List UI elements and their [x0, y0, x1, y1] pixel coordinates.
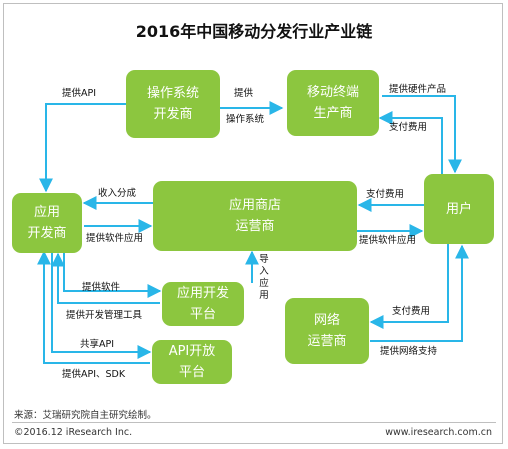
node-os-developer-line2: 开发商 — [153, 107, 193, 122]
diagram-title: 2016年中国移动分发行业产业链 — [135, 22, 373, 41]
node-user-label: 用户 — [445, 201, 472, 217]
label-pay-fee-store: 支付费用 — [366, 189, 405, 200]
label-provide-software-app-user: 提供软件应用 — [359, 235, 417, 246]
node-os-developer: 操作系统 开发商 — [126, 70, 220, 138]
arrow-api-to-app-dev — [37, 250, 150, 364]
node-api-platform-line1: API开放 — [168, 344, 216, 359]
source-note: 来源：艾瑞研究院自主研究绘制。 — [14, 410, 157, 421]
node-api-platform-line2: 平台 — [178, 365, 205, 380]
node-app-developer: 应用 开发商 — [12, 193, 82, 253]
node-api-platform: API开放 平台 — [152, 340, 232, 384]
label-provide-api: 提供API — [62, 88, 97, 99]
label-import-app: 导入应用 — [259, 254, 269, 301]
label-pay-fee-network: 支付费用 — [392, 306, 431, 317]
label-provide-hardware: 提供硬件产品 — [389, 84, 447, 95]
footer-divider — [12, 422, 496, 423]
label-provide-software: 提供软件 — [82, 282, 121, 293]
node-app-store: 应用商店 运营商 — [153, 181, 357, 251]
node-network-operator-line1: 网络 — [313, 313, 340, 328]
arrow-os-to-app-dev — [39, 103, 126, 193]
arrow-platform-to-app-dev — [51, 252, 160, 304]
website: www.iresearch.com.cn — [385, 427, 492, 438]
node-dev-platform-line2: 平台 — [189, 307, 216, 322]
node-app-store-line1: 应用商店 — [228, 198, 281, 213]
node-os-developer-line1: 操作系统 — [146, 86, 199, 101]
label-share-api: 共享API — [80, 339, 115, 350]
node-user: 用户 — [424, 174, 494, 244]
node-dev-platform: 应用开发 平台 — [162, 282, 244, 326]
arrow-network-to-user — [370, 244, 469, 342]
node-network-operator: 网络 运营商 — [285, 298, 369, 364]
arrow-device-maker-to-user — [382, 95, 462, 174]
node-device-maker: 移动终端 生产商 — [287, 70, 379, 136]
label-provide: 提供 — [234, 88, 254, 99]
arrow-user-to-device-maker — [378, 111, 443, 174]
figure-frame — [3, 3, 503, 444]
node-device-maker-line2: 生产商 — [313, 106, 353, 121]
label-pay-fee-device: 支付费用 — [389, 122, 428, 133]
label-provide-dev-tools: 提供开发管理工具 — [66, 310, 143, 321]
arrow-app-dev-to-api — [51, 248, 152, 359]
node-device-maker-line1: 移动终端 — [306, 85, 359, 100]
arrow-user-to-network — [369, 244, 449, 329]
node-app-store-line2: 运营商 — [235, 219, 275, 234]
node-app-developer-line2: 开发商 — [27, 226, 67, 241]
label-provide-software-app: 提供软件应用 — [86, 233, 144, 244]
node-app-developer-line1: 应用 — [33, 205, 60, 220]
node-network-operator-line2: 运营商 — [307, 334, 347, 349]
label-provide-network: 提供网络支持 — [380, 346, 438, 357]
node-dev-platform-line1: 应用开发 — [176, 286, 229, 301]
label-os: 操作系统 — [226, 114, 265, 125]
copyright: ©2016.12 iResearch Inc. — [14, 427, 133, 438]
label-revenue-share: 收入分成 — [98, 188, 137, 199]
label-provide-api-sdk: 提供API、SDK — [62, 369, 126, 380]
